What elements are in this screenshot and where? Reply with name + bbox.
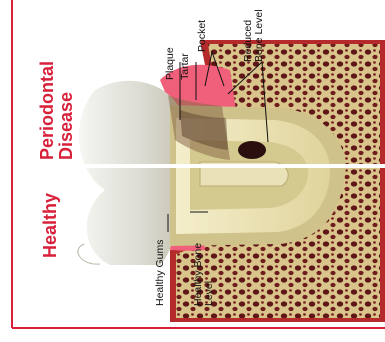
reduced-bone-level-label: Reduced Bone Level bbox=[243, 9, 265, 62]
plaque-label: Plaque bbox=[165, 47, 176, 80]
pocket-label: Pocket bbox=[197, 20, 208, 52]
healthy-title: Healthy bbox=[40, 193, 60, 258]
healthy-gums-label: Healthy Gums bbox=[155, 239, 166, 306]
periodontal-disease-title-line2: Disease bbox=[57, 61, 76, 160]
tartar-label: Tartar bbox=[180, 53, 191, 80]
reduced-bone-level-line2: Bone Level bbox=[254, 9, 265, 62]
tooth-crown bbox=[78, 81, 180, 265]
periodontal-disease-title-line1: Periodontal bbox=[38, 61, 57, 160]
healthy-bone-level-line2: Level bbox=[204, 243, 215, 306]
pocket-void bbox=[238, 141, 266, 159]
healthy-bone-level-label: Healthy Bone Level bbox=[193, 243, 215, 306]
periodontal-disease-title: Periodontal Disease bbox=[38, 61, 76, 160]
